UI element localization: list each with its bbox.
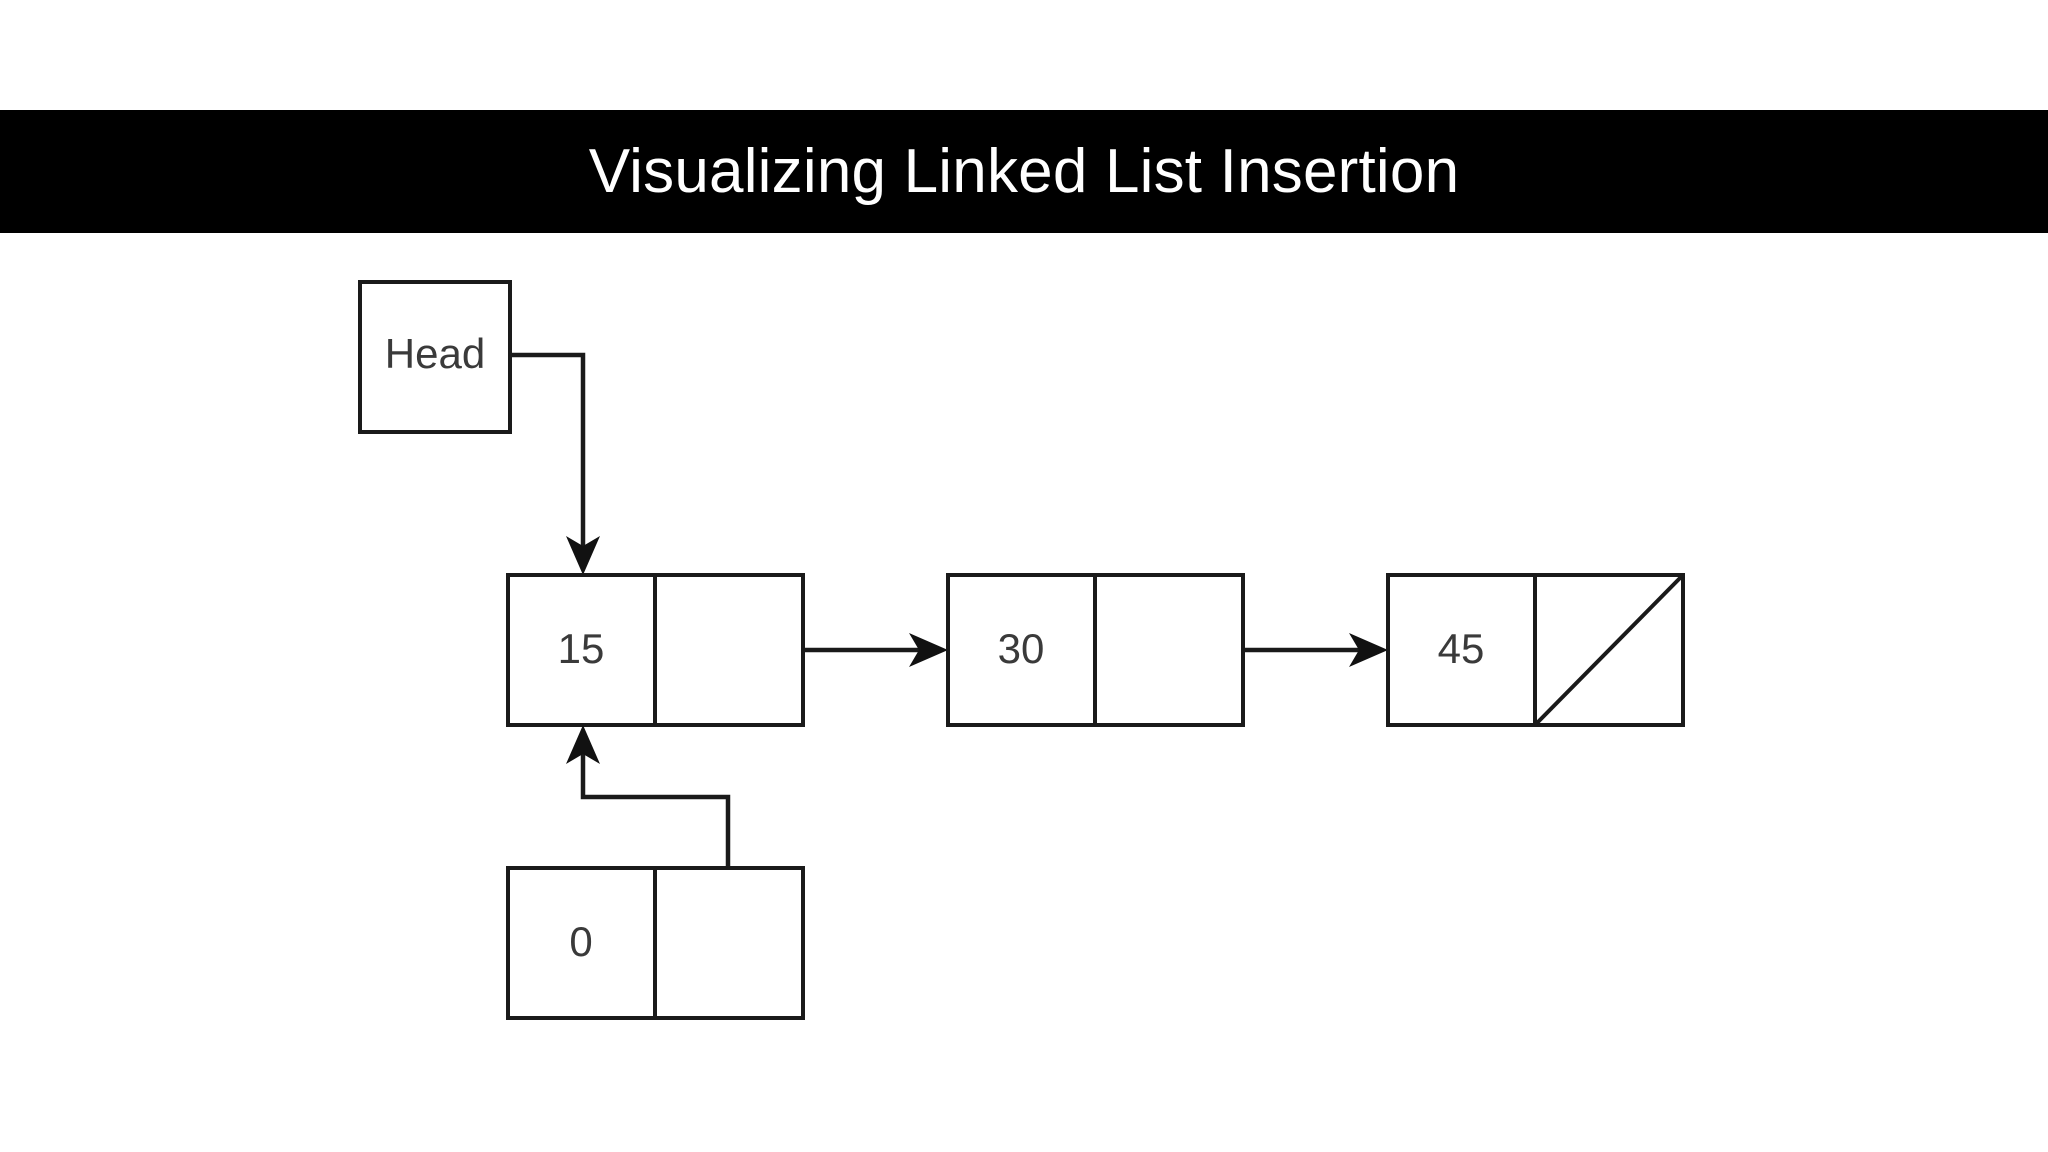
node-0-new: 0 (506, 866, 805, 1020)
node-30: 30 (946, 573, 1245, 727)
arrowhead-right-icon (1349, 633, 1388, 667)
title-bar: Visualizing Linked List Insertion (0, 110, 2048, 233)
head-pointer-box: Head (358, 280, 512, 434)
node-15: 15 (506, 573, 805, 727)
linked-list-diagram: Head 15 30 (0, 233, 2048, 1152)
null-pointer-slash-icon (1533, 573, 1685, 727)
arrowhead-down-icon (566, 536, 600, 575)
page-title: Visualizing Linked List Insertion (588, 136, 1460, 206)
node-45-value: 45 (1438, 625, 1485, 672)
node-30-value: 30 (998, 625, 1045, 672)
arrowhead-right-icon (909, 633, 948, 667)
node-15-value: 15 (558, 625, 605, 672)
head-pointer-label: Head (385, 330, 485, 377)
node-45: 45 (1386, 573, 1685, 727)
edge-node-15-to-node-30 (803, 633, 948, 667)
edge-node-30-to-node-45 (1243, 633, 1388, 667)
arrowhead-up-icon (566, 725, 600, 764)
edge-node-0-to-node-15 (566, 725, 731, 868)
node-0-value: 0 (569, 918, 592, 965)
edge-head-to-node-15 (510, 352, 600, 575)
